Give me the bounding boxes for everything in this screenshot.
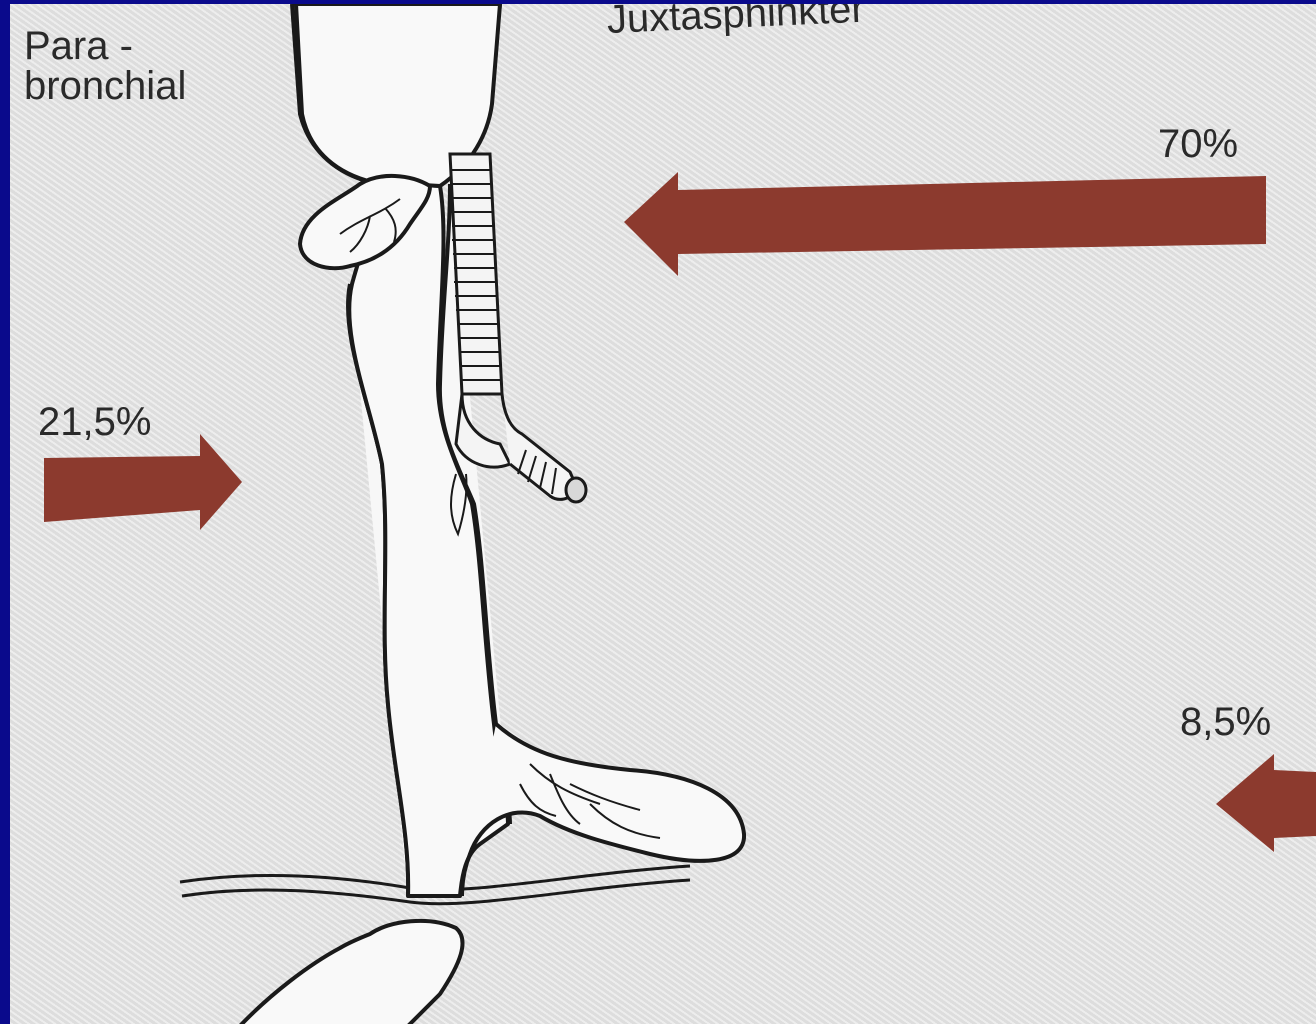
percent-70-label: 70% xyxy=(1158,122,1238,166)
stomach xyxy=(238,921,463,1024)
epiphrenic-diverticulum xyxy=(462,724,744,896)
esophagus-drawing xyxy=(10,4,1316,1024)
arrow-85 xyxy=(1216,754,1316,852)
trachea xyxy=(450,154,586,502)
percent-85-label: 8,5% xyxy=(1180,700,1271,744)
parabronchial-label-line1: Para - xyxy=(24,24,133,68)
arrow-70 xyxy=(624,172,1266,276)
diagram-panel: Para - bronchial Juxtasphinkter 70% 21,5… xyxy=(10,4,1316,1024)
arrow-215 xyxy=(44,434,242,530)
percent-215-label: 21,5% xyxy=(38,400,151,444)
parabronchial-label-line2: bronchial xyxy=(24,64,186,108)
